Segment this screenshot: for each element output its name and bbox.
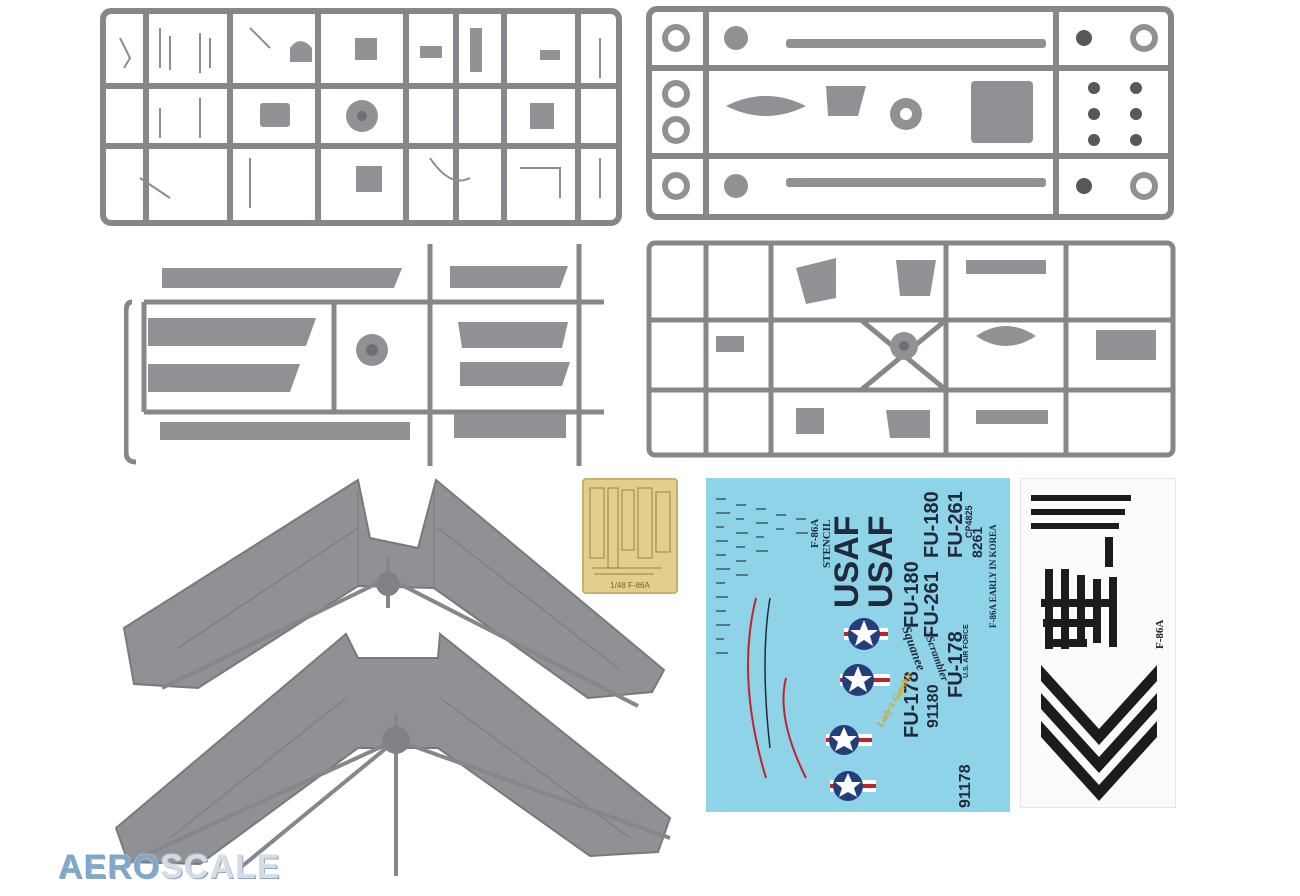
stripe-sheet-model: F-86A	[1154, 620, 1166, 649]
decal-fu-180a: FU-180	[901, 561, 923, 628]
sprue-d	[646, 240, 1176, 460]
sprue-b	[646, 6, 1174, 220]
stripe-decal-sheet: F-86A	[1020, 478, 1176, 808]
watermark-scale: SCALE	[160, 848, 281, 886]
decal-serial-91180: 91180	[925, 684, 942, 728]
decal-us-air-force: U.S. AIR FORCE	[963, 624, 970, 678]
decal-serial-8261: 8261	[969, 527, 985, 558]
decal-fu-178b: FU-178	[945, 631, 967, 698]
sprue-c	[124, 242, 616, 468]
decal-serial-91178: 91178	[957, 764, 974, 808]
decal-sheet: USAF USAF FU-180 FU-180 FU-261 FU-261 FU…	[706, 478, 1010, 812]
decal-usaf-2: USAF	[862, 515, 900, 608]
decal-fu-261a: FU-261	[921, 571, 943, 638]
decal-fu-261b: FU-261	[945, 491, 967, 558]
photo-etch-label: 1/48 F-86A	[610, 581, 650, 590]
decal-model: F-86A	[809, 519, 821, 548]
decal-fu-180b: FU-180	[921, 491, 943, 558]
decal-stencil: STENCIL	[821, 520, 833, 568]
decal-cp: CP4825	[964, 505, 974, 538]
photo-etch-fret: 1/48 F-86A	[582, 478, 678, 594]
watermark-aero: AERO	[58, 848, 161, 886]
wing-lower	[110, 628, 676, 878]
decal-early-in-korea: F-86A EARLY IN KOREA	[988, 524, 998, 628]
wing-upper	[118, 478, 670, 714]
aeroscale-watermark: AEROSCALE	[58, 848, 280, 887]
sprue-a	[100, 8, 622, 226]
decal-fu-178a: FU-178	[901, 671, 923, 738]
decal-usaf-1: USAF	[828, 515, 866, 608]
